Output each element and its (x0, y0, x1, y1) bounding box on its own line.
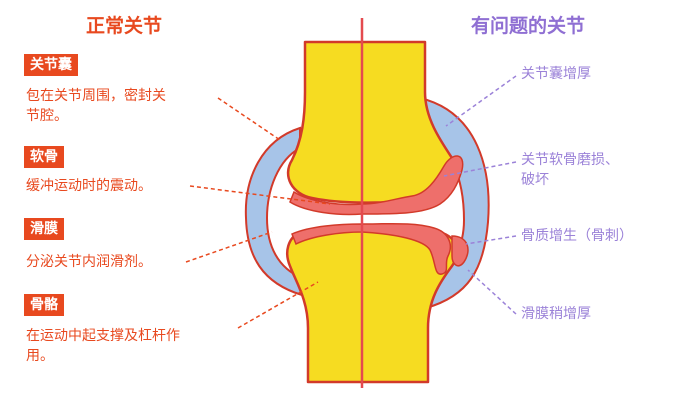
leader-bone (237, 281, 319, 329)
label-capsule-thickened: 关节囊增厚 (521, 66, 591, 82)
leader-cartilage (189, 185, 331, 205)
bone-spur (451, 235, 469, 267)
leader-synovium (185, 231, 273, 263)
cartilage-worn-upper (361, 155, 464, 215)
label-cartilage-worn-line2: 破坏 (521, 172, 549, 188)
label-synovium-thickened: 滑膜稍增厚 (521, 306, 591, 322)
label-cartilage-worn-line1: 关节软骨磨损、 (521, 152, 619, 168)
leader-capsule (217, 97, 281, 141)
problem-joint-heading: 有问题的关节 (471, 15, 586, 37)
label-bone-spur: 骨质增生（骨刺） (521, 228, 633, 244)
desc-joint-capsule-line1: 包在关节周围，密封关 (26, 88, 166, 104)
desc-bone-line1: 在运动中起支撑及杠杆作 (26, 328, 180, 344)
desc-cartilage-line1: 缓冲运动时的震动。 (26, 178, 152, 194)
leader-cartilage-worn (443, 161, 517, 177)
desc-synovium-line1: 分泌关节内润滑剂。 (26, 254, 152, 270)
upper-bone (286, 40, 457, 204)
desc-bone-line2: 用。 (26, 348, 54, 364)
tag-bone: 骨骼 (24, 294, 64, 316)
leader-capsule-thickened (445, 75, 517, 127)
leader-bone-spur (465, 235, 517, 245)
tag-synovium: 滑膜 (24, 218, 64, 240)
desc-joint-capsule-line2: 节腔。 (26, 108, 68, 124)
cartilage-worn-lower (361, 222, 452, 275)
tag-cartilage: 软骨 (24, 146, 64, 168)
joint-space (300, 211, 438, 222)
tag-joint-capsule: 关节囊 (24, 54, 78, 76)
normal-joint-heading: 正常关节 (86, 15, 163, 37)
leader-synovium-thickened (467, 269, 517, 315)
